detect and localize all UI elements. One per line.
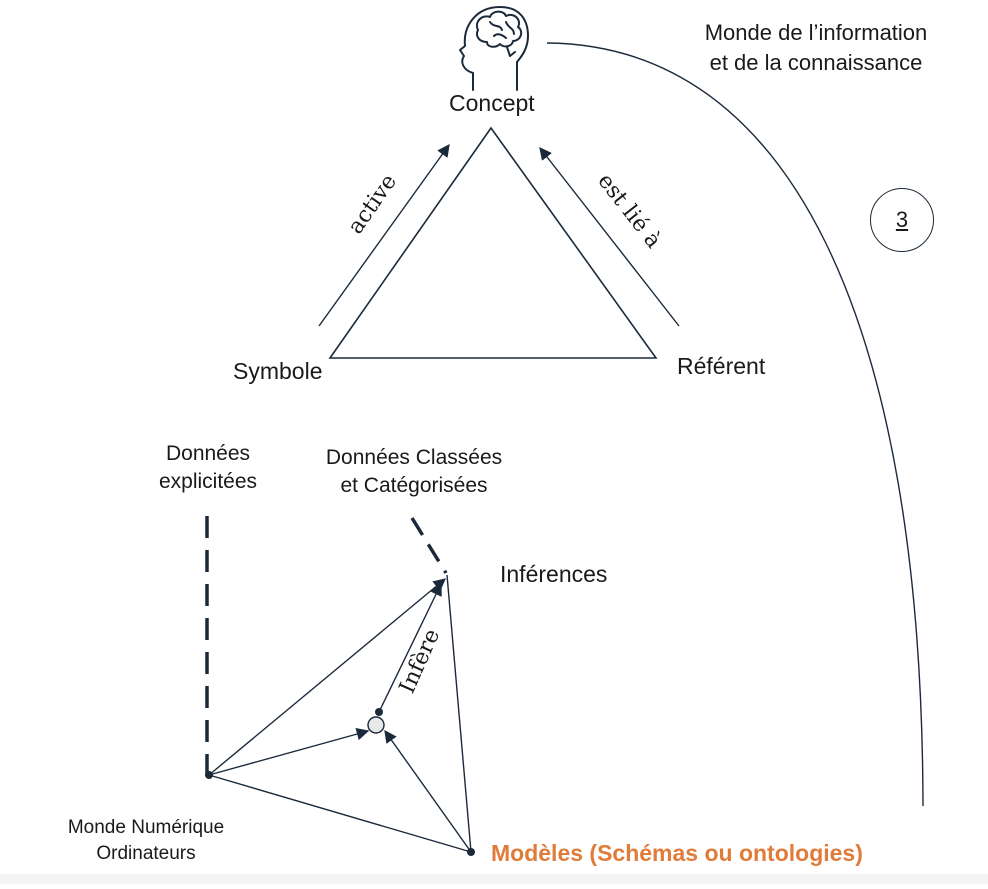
data-classified-line2: et Catégorisées — [340, 474, 488, 498]
node-infere-start — [375, 708, 383, 716]
semiotic-triangle — [328, 126, 658, 359]
models-label: Modèles (Schémas ou ontologies) — [491, 840, 863, 866]
edge-label-est-lie-a: est lié à — [592, 169, 665, 253]
referent-label: Référent — [677, 353, 766, 379]
node-models — [467, 848, 475, 856]
edge-models-inferences — [446, 574, 472, 853]
digital-world-label: Monde Numérique Ordinateurs — [40, 815, 252, 866]
data-explicit-label: Données explicitées — [138, 440, 278, 497]
data-classified-label: Données Classées et Catégorisées — [296, 444, 532, 501]
digital-world-line2: Ordinateurs — [96, 842, 196, 864]
world-info-label: Monde de l’information et de la connaiss… — [678, 18, 954, 77]
step-badge: 3 — [870, 188, 934, 252]
arrow-digital-center — [208, 727, 370, 776]
head-with-brain-icon — [459, 6, 529, 91]
arrow-models-center — [384, 729, 472, 853]
edge-digital-models — [208, 774, 472, 853]
center-node — [367, 716, 385, 734]
concept-label: Concept — [449, 90, 535, 116]
inferences-label: Inférences — [500, 561, 608, 587]
world-info-line2: et de la connaissance — [709, 49, 923, 75]
dashed-link-classified — [410, 517, 448, 574]
world-info-line1: Monde de l’information — [704, 20, 928, 45]
arrow-est-lie-a — [539, 147, 680, 327]
bottom-band — [0, 874, 988, 884]
arrow-active — [318, 143, 450, 327]
symbol-label: Symbole — [233, 358, 323, 384]
digital-world-line1: Monde Numérique — [67, 817, 225, 838]
world-arc — [546, 42, 924, 807]
node-digital-world — [205, 771, 213, 779]
edge-label-active: active — [343, 170, 402, 239]
arrow-digital-inferences — [208, 578, 446, 776]
data-explicit-line1: Données — [165, 442, 251, 465]
arrow-infere — [378, 582, 442, 713]
data-explicit-line2: explicitées — [158, 470, 258, 494]
data-classified-line1: Données Classées — [325, 446, 503, 469]
edge-label-infere: Infère — [395, 625, 445, 697]
